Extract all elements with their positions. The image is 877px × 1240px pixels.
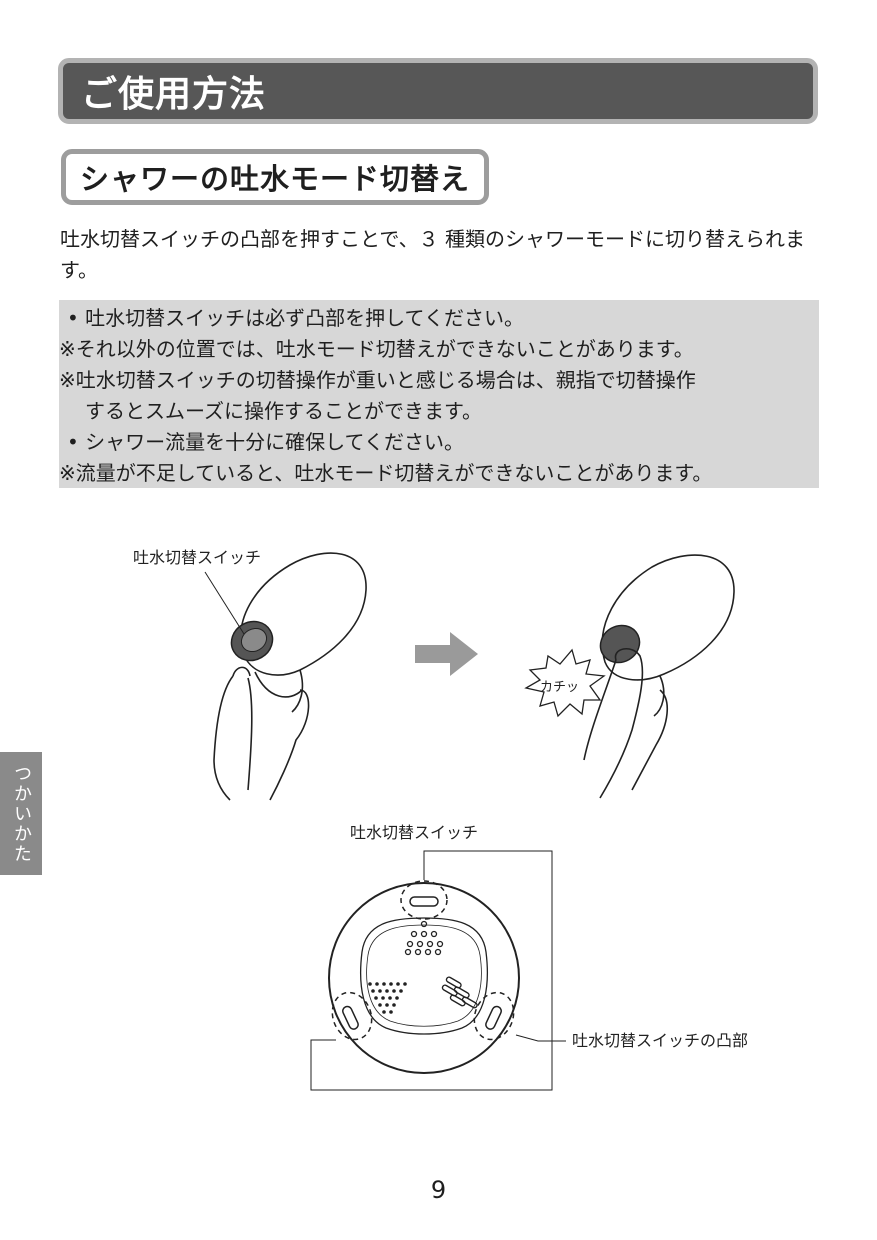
note-line: ※それ以外の位置では、吐水モード切替えができないことがあります。 [59,337,694,361]
shower-face [328,882,520,1074]
intro-paragraph: 吐水切替スイッチの凸部を押すことで、３ 種類のシャワーモードに切り替えられます。 [60,227,805,282]
spray-slots-right [441,976,478,1009]
top-switch-label: 吐水切替スイッチ [350,823,478,842]
hand-before [213,666,310,801]
spray-holes-top [404,920,444,956]
notes-box: • 吐水切替スイッチは必ず凸部を押してください。 ※それ以外の位置では、吐水モー… [59,300,819,488]
note-line: ※流量が不足していると、吐水モード切替えができないことがあります。 [59,461,713,485]
switch-label: 吐水切替スイッチ [133,548,261,567]
click-burst [524,648,606,718]
switch-button-after [599,624,641,664]
page-title-text: ご使用方法 [81,74,267,115]
section-title: シャワーの吐水モード切替え [61,149,490,205]
switch-slots [342,896,502,1030]
protrusion-label: 吐水切替スイッチの凸部 [572,1031,748,1050]
switch-leader-line [204,571,245,635]
note-line: ※吐水切替スイッチの切替操作が重いと感じる場合は、親指で切替操作 [59,368,696,392]
page-title: ご使用方法 [58,58,818,124]
callout-lines [310,850,566,1091]
note-line: • シャワー流量を十分に確保してください。 [67,430,464,454]
dashed-highlights [331,880,515,1041]
arrow-right-icon [415,632,478,676]
section-title-text: シャワーの吐水モード切替え [80,162,471,196]
page-number: 9 [430,1176,447,1204]
note-line: するとスムーズに操作することができます。 [85,399,482,423]
spray-holes-left [368,982,407,1014]
hand-after [583,648,669,799]
side-tab-label: つかいかた [11,763,32,864]
note-line: • 吐水切替スイッチは必ず凸部を押してください。 [67,306,524,330]
side-tab: つかいかた [0,752,42,875]
click-sound-label: カチッ [540,680,579,695]
